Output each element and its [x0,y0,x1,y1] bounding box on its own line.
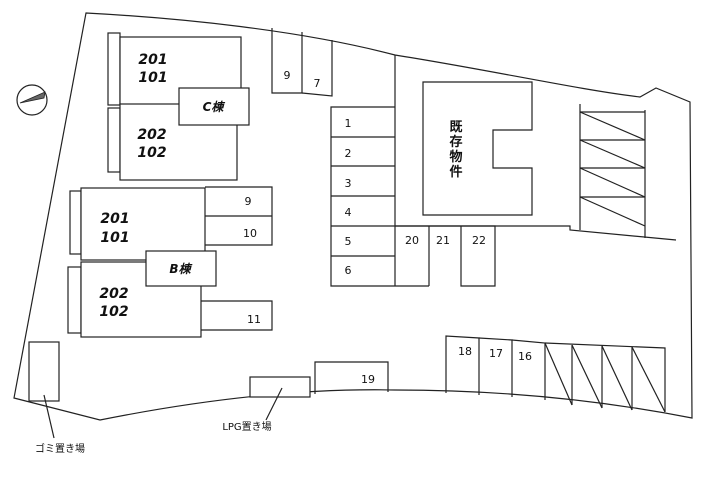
parking-space-1: 1 [345,117,352,130]
building-b [67,187,217,338]
existing-property [395,81,677,241]
parking-space-19: 19 [361,373,375,386]
garbage-storage-label: ゴミ置き場 [35,442,85,455]
building-c-unit-201: 201 [138,52,167,68]
building-c-label-box [178,87,250,126]
building-c-unit-101: 101 [138,70,167,86]
parking-space-18: 18 [458,345,472,358]
existing-property-char-2: 存 [449,134,462,150]
diagonal-parking-right [579,104,646,238]
parking-space-11: 11 [247,313,261,326]
existing-property-char-4: 件 [449,164,462,180]
parking-b-side [201,186,273,331]
building-c-unit-102: 102 [137,145,166,161]
parking-19-outline [314,361,389,394]
building-b-unit-102: 102 [99,304,128,320]
parking-space-8: 9 [284,69,291,82]
garbage-leader [43,394,55,439]
parking-space-6: 6 [345,264,352,277]
parking-space-17: 17 [489,347,503,360]
parking-space-9: 9 [245,195,252,208]
parking-space-7: 7 [314,77,321,90]
existing-property-char-1: 既 [449,120,462,135]
building-b-unit-101: 101 [100,230,129,246]
existing-property-char-3: 物 [449,149,462,165]
building-b-unit-202: 202 [99,286,128,302]
parking-top [271,28,333,97]
lpg-storage [249,376,311,398]
garbage-storage [28,341,60,402]
parking-space-21: 21 [436,234,450,247]
parking-space-5: 5 [345,235,352,248]
building-c-label: C棟 [203,100,226,114]
lpg-leader [265,387,283,421]
parking-space-2: 2 [345,147,352,160]
building-b-label: B棟 [169,262,192,276]
building-c [107,32,250,181]
building-c-unit-202: 202 [137,127,166,143]
parking-space-16: 16 [518,350,532,363]
parking-space-20: 20 [405,234,419,247]
parking-space-22: 22 [472,234,486,247]
north-arrow-icon [16,84,48,116]
parking-space-3: 3 [345,177,352,190]
building-b-label-box [145,250,217,287]
building-b-unit-201: 201 [100,211,129,227]
parking-space-10: 10 [243,227,257,240]
parking-column-1-6 [330,55,396,287]
parking-space-4: 4 [345,206,352,219]
parking-row-bottom [445,335,666,413]
lpg-storage-label: LPG置き場 [222,420,271,433]
